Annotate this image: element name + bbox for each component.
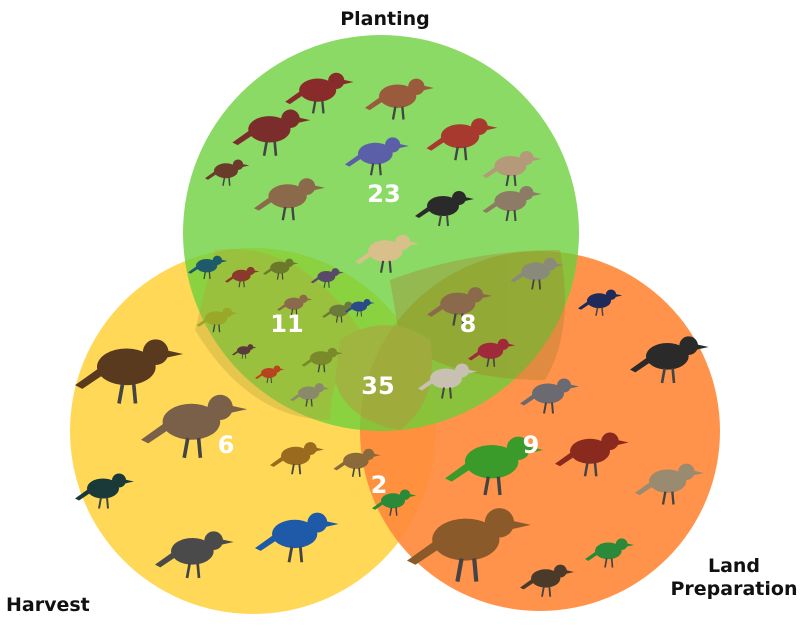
count-harvest-land: 2	[371, 471, 388, 499]
count-harvest-only: 6	[218, 431, 235, 459]
count-planting-harvest: 11	[270, 310, 303, 338]
count-planting-land: 8	[460, 310, 477, 338]
set-label-harvest: Harvest	[6, 594, 106, 617]
count-all-three: 35	[361, 372, 394, 400]
count-land-only: 9	[523, 431, 540, 459]
set-label-land-preparation: Land Preparation	[664, 555, 804, 601]
set-label-planting: Planting	[330, 8, 440, 31]
count-planting-only: 23	[367, 180, 400, 208]
